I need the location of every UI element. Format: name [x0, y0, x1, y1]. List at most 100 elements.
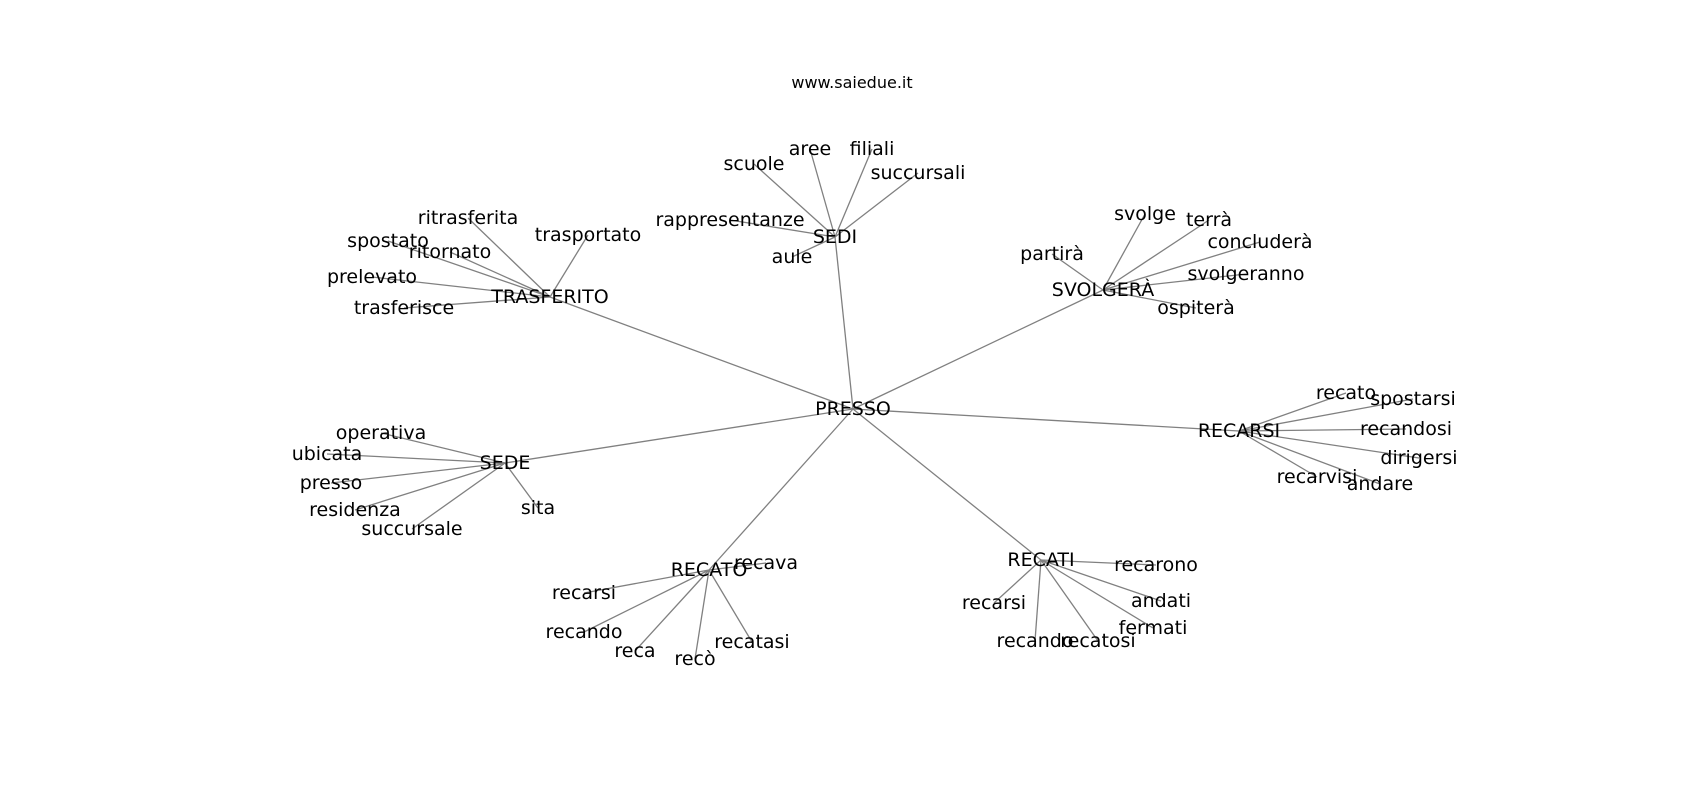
edge-trasferito-ritrasferita [467, 217, 551, 298]
edge-sedi-rappresentanze [729, 219, 836, 238]
leaf-node-sita: sita [521, 497, 555, 519]
hub-node-recarsi: RECARSI [1198, 420, 1280, 442]
leaf-node-trasferisce: trasferisce [354, 297, 454, 319]
edge-sede-residenza [354, 462, 506, 511]
edge-recati-recarono [1040, 559, 1157, 566]
leaf-node-recatasi: recatasi [714, 631, 789, 653]
leaf-node-aree: aree [789, 138, 831, 160]
edge-svolgera-terra [1102, 219, 1210, 291]
leaf-node-ritornato: ritornato [409, 241, 491, 263]
leaf-node-partira: partirà [1020, 243, 1084, 265]
edge-recato-recarsi [583, 569, 710, 594]
leaf-node-ritrasferita: ritrasferita [418, 207, 518, 229]
leaf-node-recato: recato [1316, 382, 1376, 404]
leaf-node-recava: recava [734, 552, 798, 574]
hub-node-trasferito: TRASFERITO [490, 286, 608, 308]
edge-recarsi-spostarsi [1238, 398, 1414, 432]
edge-sedi-scuole [753, 163, 836, 238]
edge-recati-recando [1034, 559, 1042, 642]
edge-recato-recando [583, 569, 710, 633]
edge-svolgera-svolge [1102, 213, 1146, 291]
edge-sede-operativa [380, 432, 506, 464]
edge-svolgera-concludera [1102, 241, 1261, 291]
leaf-node-filiali: filiali [850, 138, 895, 160]
leaf-node-recando: recando [546, 621, 623, 643]
edge-sede-presso [330, 462, 506, 484]
leaf-node-concludera: concluderà [1207, 231, 1312, 253]
leaf-node-dirigersi: dirigersi [1380, 447, 1457, 469]
edge-recarsi-recato [1238, 392, 1347, 432]
edge-recato-recava [708, 562, 767, 571]
edge-sede-succursale [411, 462, 506, 530]
edge-trasferito-ritornato [449, 251, 551, 298]
leaf-node-reco: recò [674, 648, 715, 670]
edge-recarsi-recandosi [1238, 428, 1407, 432]
edge-recati-recarsi [993, 559, 1042, 604]
edge-sede-ubicata [326, 453, 506, 464]
leaf-node-andare: andare [1347, 473, 1413, 495]
hub-node-sede: SEDE [480, 452, 531, 474]
leaf-node-fermati: fermati [1119, 617, 1188, 639]
leaf-node-spostarsi: spostarsi [1370, 388, 1456, 410]
leaf-node-reca: reca [614, 640, 655, 662]
leaf-node-svolge: svolge [1114, 203, 1176, 225]
hub-node-recato: RECATO [671, 559, 748, 581]
leaf-node-terra: terrà [1186, 209, 1232, 231]
leaf-node-recarsi: recarsi [962, 592, 1026, 614]
edge-recato-reca [634, 569, 710, 652]
leaf-node-trasportato: trasportato [535, 224, 641, 246]
edge-center-trasferito [549, 296, 854, 410]
hub-node-svolgera: SVOLGERÀ [1052, 278, 1154, 301]
edge-recarsi-andare [1238, 430, 1381, 485]
edge-recati-recatosi [1040, 559, 1099, 642]
edge-center-recato [708, 408, 854, 571]
leaf-node-recandosi: recandosi [1360, 418, 1452, 440]
edge-recati-fermati [1040, 559, 1154, 629]
leaf-node-succursali: succursali [871, 162, 966, 184]
hub-node-recati: RECATI [1007, 549, 1074, 571]
leaf-node-andati: andati [1131, 590, 1191, 612]
leaf-node-recando: recando [997, 630, 1074, 652]
leaf-node-succursale: succursale [361, 518, 462, 540]
leaf-node-recarvisi: recarvisi [1277, 466, 1358, 488]
edge-recati-andati [1040, 559, 1162, 602]
edge-recato-reco [694, 569, 710, 660]
edge-trasferito-trasferisce [403, 296, 551, 309]
edge-sedi-succursali [834, 172, 919, 238]
edge-center-svolgera [852, 289, 1104, 410]
edge-trasferito-spostato [387, 240, 551, 298]
edge-svolgera-svolgeranno [1102, 273, 1247, 291]
leaf-node-recatosi: recatosi [1060, 630, 1135, 652]
leaf-node-spostato: spostato [347, 230, 429, 252]
edge-recarsi-dirigersi [1238, 430, 1420, 459]
leaf-node-residenza: residenza [309, 499, 401, 521]
center-node-label: PRESSO [815, 398, 891, 420]
leaf-node-aule: aule [772, 246, 813, 268]
leaf-node-rappresentanze: rappresentanze [655, 209, 804, 231]
graph-edges [326, 148, 1420, 660]
edge-sedi-aule [791, 236, 836, 258]
edge-trasferito-trasportato [549, 234, 589, 298]
leaf-node-prelevato: prelevato [327, 266, 417, 288]
edge-sedi-aree [809, 148, 836, 238]
edge-svolgera-partira [1051, 253, 1104, 291]
leaf-node-recarsi: recarsi [552, 582, 616, 604]
edge-svolgera-ospitera [1102, 289, 1197, 309]
leaf-node-ubicata: ubicata [292, 443, 363, 465]
leaf-node-operativa: operativa [336, 422, 426, 444]
edge-recato-recatasi [708, 569, 753, 643]
hub-node-sedi: SEDI [813, 226, 857, 248]
edge-center-recarsi [852, 408, 1240, 432]
leaf-node-scuole: scuole [724, 153, 785, 175]
edge-recarsi-recarvisi [1238, 430, 1318, 478]
edge-trasferito-prelevato [371, 276, 551, 298]
leaf-node-svolgeranno: svolgeranno [1188, 263, 1305, 285]
leaf-node-recarono: recarono [1114, 554, 1198, 576]
edge-center-sede [504, 408, 854, 464]
edge-center-recati [852, 408, 1042, 561]
edge-center-sedi [834, 236, 854, 410]
leaf-node-presso: presso [300, 472, 363, 494]
leaf-node-ospitera: ospiterà [1157, 297, 1234, 319]
